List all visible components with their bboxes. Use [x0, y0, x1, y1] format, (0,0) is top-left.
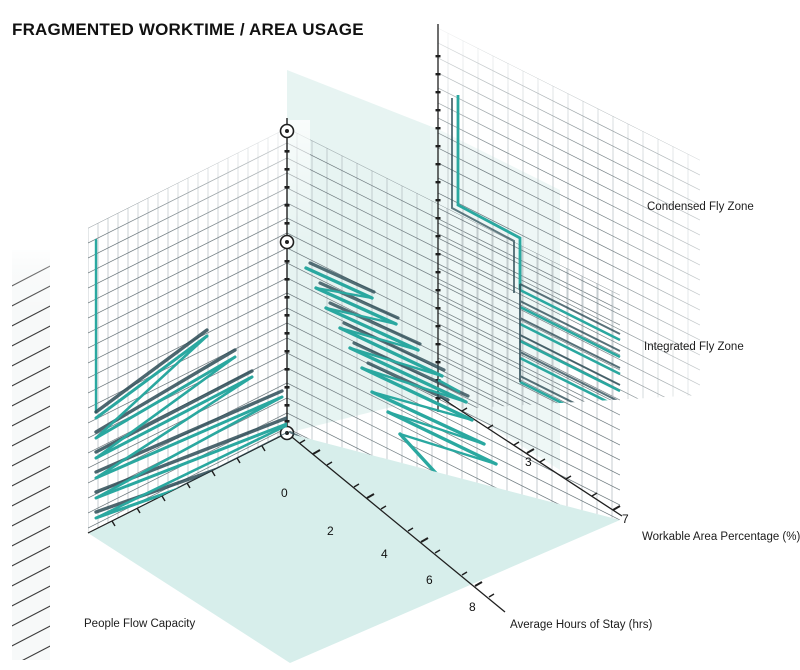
marker-middle [279, 234, 295, 250]
workable-tick-3: 3 [525, 455, 532, 469]
axis-title-workable-area: Workable Area Percentage (%) [642, 531, 800, 543]
vertical-axis [284, 118, 290, 438]
marker-top [279, 123, 295, 139]
hours-tick-2: 2 [327, 524, 334, 538]
annotation-condensed-fly-zone: Condensed Fly Zone [647, 201, 754, 213]
left-hatch-strip [6, 245, 58, 660]
hours-tick-6: 6 [426, 573, 433, 587]
series-condensed-fly-zone [438, 95, 621, 410]
annotation-integrated-fly-zone: Integrated Fly Zone [644, 341, 744, 353]
floor-plane [88, 433, 620, 663]
workable-tick-7: 7 [622, 512, 629, 526]
workable-area-axis [439, 396, 623, 517]
hours-axis [286, 432, 506, 613]
axis-title-people-flow: People Flow Capacity [84, 618, 196, 630]
hours-tick-8: 8 [469, 600, 476, 614]
hours-tick-4: 4 [381, 547, 388, 561]
page-title: FRAGMENTED WORKTIME / AREA USAGE [12, 20, 364, 39]
hours-tick-0: 0 [281, 486, 288, 500]
axis-title-average-hours: Average Hours of Stay (hrs) [510, 619, 653, 631]
